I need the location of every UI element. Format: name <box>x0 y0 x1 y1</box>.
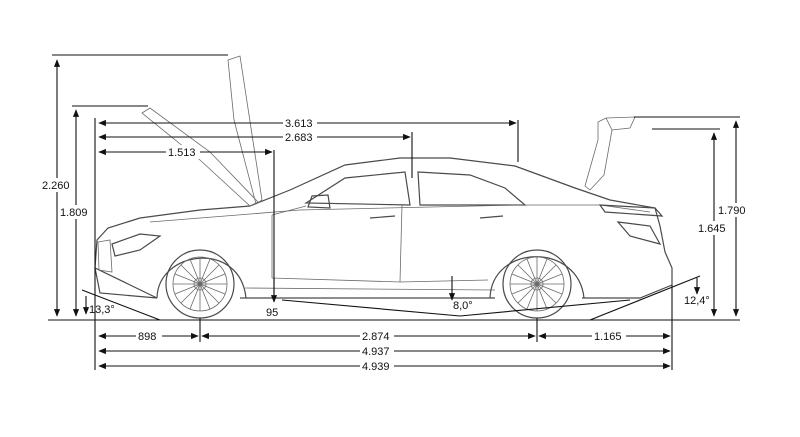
label-3613: 3.613 <box>285 118 313 130</box>
label-approach-angle: 13,3° <box>89 304 115 316</box>
car-rear-lip <box>598 204 664 217</box>
label-length-b: 4.939 <box>362 361 390 373</box>
car-door-handle-rear <box>479 215 504 219</box>
car-sill-line <box>244 287 496 291</box>
label-ground-clearance: 95 <box>266 307 278 319</box>
label-2683: 2.683 <box>285 132 313 144</box>
label-open-trunk-height: 1.790 <box>718 205 746 217</box>
car-mirror <box>307 194 331 209</box>
car-taillight <box>616 221 662 245</box>
label-1513: 1.513 <box>168 147 196 159</box>
open-trunk-lid <box>584 116 636 191</box>
label-ramp-angle: 8,0° <box>453 300 473 312</box>
label-wheelbase: 2.874 <box>362 331 390 343</box>
car-door-lines <box>271 204 489 283</box>
label-length-a: 4.937 <box>362 346 390 358</box>
car-front-window <box>304 171 411 206</box>
car-shoulder-line <box>149 204 651 223</box>
car-grille <box>97 239 113 273</box>
labels: 2.260 1.809 1.790 1.645 3.613 2.683 1.51… <box>40 116 750 373</box>
car-door-handle-front <box>369 215 396 219</box>
open-hood <box>141 55 263 207</box>
car-side-view <box>94 55 673 319</box>
label-roof-height: 1.809 <box>60 207 88 219</box>
label-rear-overhang: 1.165 <box>594 331 622 343</box>
car-rear-window <box>417 171 527 206</box>
front-wheel <box>165 249 235 319</box>
label-trunk-height: 1.645 <box>698 223 726 235</box>
car-headlight <box>111 233 162 257</box>
label-front-overhang: 898 <box>138 331 156 343</box>
extension-lines <box>48 54 740 370</box>
rear-wheel <box>502 249 572 319</box>
label-hood-height: 2.260 <box>42 180 70 192</box>
label-departure-angle: 12,4° <box>684 295 710 307</box>
